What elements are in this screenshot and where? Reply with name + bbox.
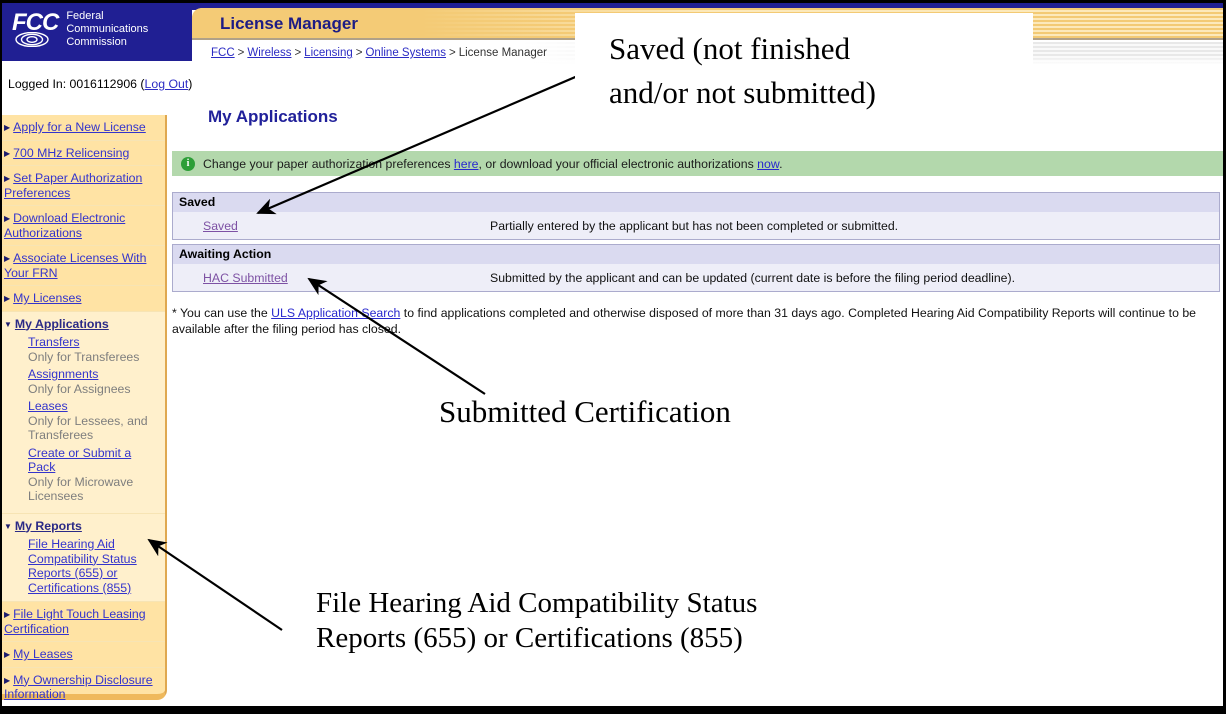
table-section-awaiting-action: Awaiting Action HAC Submitted Submitted … — [172, 244, 1220, 292]
breadcrumb: FCC>Wireless>Licensing>Online Systems>Li… — [211, 47, 547, 59]
log-out-link[interactable]: Log Out — [144, 77, 189, 91]
uls-application-search-link[interactable]: ULS Application Search — [271, 306, 401, 320]
info-icon: i — [181, 156, 195, 171]
triangle-down-icon: ▼ — [4, 319, 12, 329]
sidebar-subitem-note: Only for Microwave Licensees — [28, 474, 134, 504]
row-description: Submitted by the applicant and can be up… — [490, 270, 1016, 285]
info-banner: i Change your paper authorization prefer… — [172, 151, 1223, 176]
table-section-saved: Saved Saved Partially entered by the app… — [172, 192, 1220, 240]
triangle-right-icon: ▶ — [4, 650, 11, 659]
sidebar-subitem-assignments[interactable]: Assignments — [28, 367, 99, 381]
fcc-logo-text: FCC — [12, 9, 59, 37]
table-section-header: Saved — [173, 193, 1219, 212]
sidebar-item-apply-for-new-license[interactable]: ▶Apply for a New License — [2, 115, 165, 141]
fcc-logo: FCC Federal Communications Commission — [2, 3, 192, 61]
sidebar-subitem-note: Only for Assignees — [28, 381, 131, 396]
hac-submitted-link[interactable]: HAC Submitted — [203, 270, 288, 285]
sidebar-item-my-ownership-disclosure[interactable]: ▶My Ownership Disclosure Information — [2, 668, 165, 707]
sidebar-subitem-file-hac-reports[interactable]: File Hearing Aid Compatibility Status Re… — [28, 537, 137, 595]
sidebar-item-my-licenses[interactable]: ▶My Licenses — [2, 286, 165, 312]
table-section-header: Awaiting Action — [173, 245, 1219, 264]
sidebar-subitem-create-or-submit-pack[interactable]: Create or Submit a Pack — [28, 445, 132, 475]
breadcrumb-link-fcc[interactable]: FCC — [211, 47, 235, 59]
saved-applications-link[interactable]: Saved — [203, 218, 238, 233]
sidebar-subitem-note: Only for Lessees, and Transferees — [28, 413, 148, 443]
triangle-right-icon: ▶ — [4, 123, 11, 132]
sidebar-section-my-reports: ▼My Reports File Hearing Aid Compatibili… — [2, 513, 165, 602]
sidebar-item-my-applications[interactable]: ▼My Applications — [4, 316, 109, 331]
triangle-right-icon: ▶ — [4, 174, 11, 183]
download-authorizations-link[interactable]: now — [757, 156, 780, 171]
triangle-right-icon: ▶ — [4, 148, 11, 158]
sidebar-item-700mhz-relicensing[interactable]: ▶700 MHz Relicensing — [2, 141, 165, 166]
triangle-right-icon: ▶ — [4, 294, 11, 303]
sidebar-item-associate-licenses-with-frn[interactable]: ▶Associate Licenses With Your FRN — [2, 246, 165, 286]
header-navy-strip — [2, 3, 1223, 10]
logged-in-status: Logged In: 0016112906 (Log Out) — [8, 77, 193, 91]
sidebar-section-my-applications: ▼My Applications Transfers Only for Tran… — [2, 311, 165, 514]
fcc-logo-waves-icon — [15, 31, 49, 47]
footnote: * You can use the ULS Application Search… — [172, 306, 1197, 336]
sidebar-subitem-note: Only for Transferees — [28, 349, 140, 364]
triangle-right-icon: ▶ — [4, 214, 11, 223]
sidebar-subitem-leases[interactable]: Leases — [28, 399, 68, 413]
table-row: Saved Partially entered by the applicant… — [173, 212, 1219, 239]
arrow-file-hac-reports — [147, 538, 283, 631]
app-title: License Manager — [220, 14, 358, 33]
fcc-logo-caption: Federal Communications Commission — [66, 10, 149, 48]
breadcrumb-link-wireless[interactable]: Wireless — [247, 47, 292, 59]
table-row: HAC Submitted Submitted by the applicant… — [173, 264, 1219, 291]
breadcrumb-current: License Manager — [458, 47, 547, 59]
breadcrumb-link-online-systems[interactable]: Online Systems — [365, 47, 447, 59]
sidebar-item-file-light-touch-leasing[interactable]: ▶File Light Touch Leasing Certification — [2, 602, 165, 642]
sidebar-subitem-transfers[interactable]: Transfers — [28, 335, 80, 349]
triangle-down-icon: ▼ — [4, 521, 12, 531]
sidebar-item-set-paper-authorization-preferences[interactable]: ▶Set Paper Authorization Preferences — [2, 166, 165, 206]
sidebar-nav: ▶Apply for a New License ▶700 MHz Relice… — [2, 115, 167, 701]
sidebar-item-my-reports[interactable]: ▼My Reports — [4, 518, 82, 533]
annotation-file-hac-reports: File Hearing Aid Compatibility Status Re… — [316, 587, 758, 655]
breadcrumb-link-licensing[interactable]: Licensing — [304, 47, 353, 59]
paper-preferences-link[interactable]: here — [453, 156, 479, 171]
annotation-submitted-certification: Submitted Certification — [439, 394, 731, 429]
annotation-saved-callout: Saved (not finished and/or not submitted… — [575, 13, 1033, 125]
triangle-right-icon: ▶ — [4, 610, 11, 619]
sidebar-item-my-unlicensed-lpad[interactable]: ▶My Unlicensed LPAD Registrations (inclu… — [2, 708, 165, 714]
row-description: Partially entered by the applicant but h… — [490, 218, 899, 233]
sidebar-item-download-electronic-authorizations[interactable]: ▶Download Electronic Authorizations — [2, 206, 165, 246]
sidebar-item-my-leases[interactable]: ▶My Leases — [2, 642, 165, 668]
triangle-right-icon: ▶ — [4, 675, 11, 685]
applications-table: Saved Saved Partially entered by the app… — [172, 192, 1220, 296]
triangle-right-icon: ▶ — [4, 254, 11, 263]
page-title: My Applications — [208, 107, 338, 126]
